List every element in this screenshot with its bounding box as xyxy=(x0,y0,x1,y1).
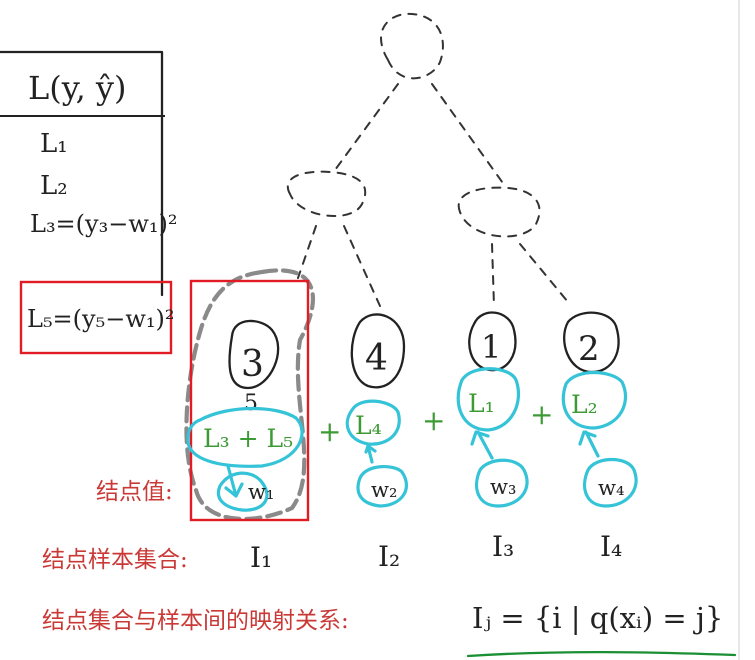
leaf-3-weight-arrow xyxy=(470,430,494,460)
leaf-4-node-circle xyxy=(563,311,620,374)
leaf-4-node-number: 2 xyxy=(578,329,600,369)
mapping-label: 结点集合与样本间的映射关系: xyxy=(42,608,349,634)
edge-to-leaf-3 xyxy=(491,243,495,307)
sample-set-i3: I₃ xyxy=(492,530,514,563)
leaf-3-loss-outline xyxy=(456,367,521,432)
leaf-2-loss: L₄ xyxy=(355,411,382,440)
node-sample-set-label: 结点样本集合: xyxy=(42,547,188,573)
plus-sign-1: + xyxy=(318,415,341,448)
node-value-label: 结点值: xyxy=(96,479,173,505)
leaf-4-weight-outline xyxy=(583,457,638,508)
leaf-4: 2 L₂ w₄ xyxy=(561,311,638,508)
sample-set-i4: I₄ xyxy=(600,530,622,563)
right-internal-node-outline xyxy=(457,186,541,238)
leaf-3-loss: L₁ xyxy=(468,389,495,418)
leaf-1-weight: w₁ xyxy=(248,480,274,504)
plus-sign-2: + xyxy=(422,404,445,437)
highlight-box-l5 xyxy=(19,280,173,355)
left-internal-node-outline xyxy=(286,170,367,217)
leaf-2-weight: w₂ xyxy=(371,478,397,502)
root-left-edge xyxy=(334,83,399,171)
table-border xyxy=(0,50,164,297)
leaf-2-node-number: 4 xyxy=(365,338,388,379)
leaf-2-loss-outline xyxy=(345,399,401,446)
leaf-3-weight-outline xyxy=(475,458,529,508)
leaf-1-node-subnumber: 5 xyxy=(244,391,258,416)
leaf-2-weight-arrow xyxy=(364,444,377,464)
table-row-l1: L₁ xyxy=(40,129,68,159)
leaf-4-loss-outline xyxy=(561,371,628,430)
leaf-4-loss: L₂ xyxy=(571,390,598,419)
edge-to-leaf-2 xyxy=(343,225,381,307)
leaf-4-weight: w₄ xyxy=(598,476,624,500)
loss-table: L(y, ŷ) L₁ L₂ L₃=(y₃−w₁)² L₅=(y₅−w₁)² xyxy=(0,50,177,355)
formula-underline xyxy=(466,650,737,658)
edge-to-leaf-1 xyxy=(297,225,317,279)
leaf-3: 1 L₁ w₃ xyxy=(456,311,529,508)
root-node-outline xyxy=(380,12,444,80)
leaf-3-node-number: 1 xyxy=(481,328,501,366)
leaf-1-red-box xyxy=(189,279,310,522)
leaf-2-weight-outline xyxy=(356,465,409,508)
plus-sign-3: + xyxy=(530,398,553,431)
leaf-2: 4 L₄ w₂ xyxy=(345,313,409,508)
leaf-1: 3 5 L₃ + L₅ w₁ xyxy=(184,268,315,522)
mapping-formula: Iⱼ = {i | q(xᵢ) = j} xyxy=(472,601,723,635)
sample-set-i1: I₁ xyxy=(250,541,272,574)
leaf-1-loss-outline xyxy=(186,406,304,468)
table-row-l5: L₅=(y₅−w₁)² xyxy=(27,305,174,333)
leaf-1-dashed-highlight xyxy=(184,268,315,522)
leaf-2-node-circle xyxy=(350,313,406,389)
dashed-tree xyxy=(286,12,569,307)
leaf-3-weight: w₃ xyxy=(490,475,516,499)
leaf-1-weight-outline xyxy=(216,471,269,512)
leaf-1-node-circle xyxy=(228,319,280,390)
sample-set-i2: I₂ xyxy=(378,540,400,573)
leaf-1-loss: L₃ + L₅ xyxy=(203,424,293,453)
leaf-3-node-circle xyxy=(468,311,517,372)
leaf-1-node-number: 3 xyxy=(241,344,264,385)
root-right-edge xyxy=(431,83,506,187)
leaf-1-weight-arrow xyxy=(224,464,244,498)
table-header: L(y, ŷ) xyxy=(28,69,126,107)
table-row-l2: L₂ xyxy=(40,171,68,201)
leaf-4-weight-arrow xyxy=(578,430,600,458)
edge-to-leaf-4 xyxy=(519,243,569,303)
table-row-l3: L₃=(y₃−w₁)² xyxy=(30,210,177,238)
